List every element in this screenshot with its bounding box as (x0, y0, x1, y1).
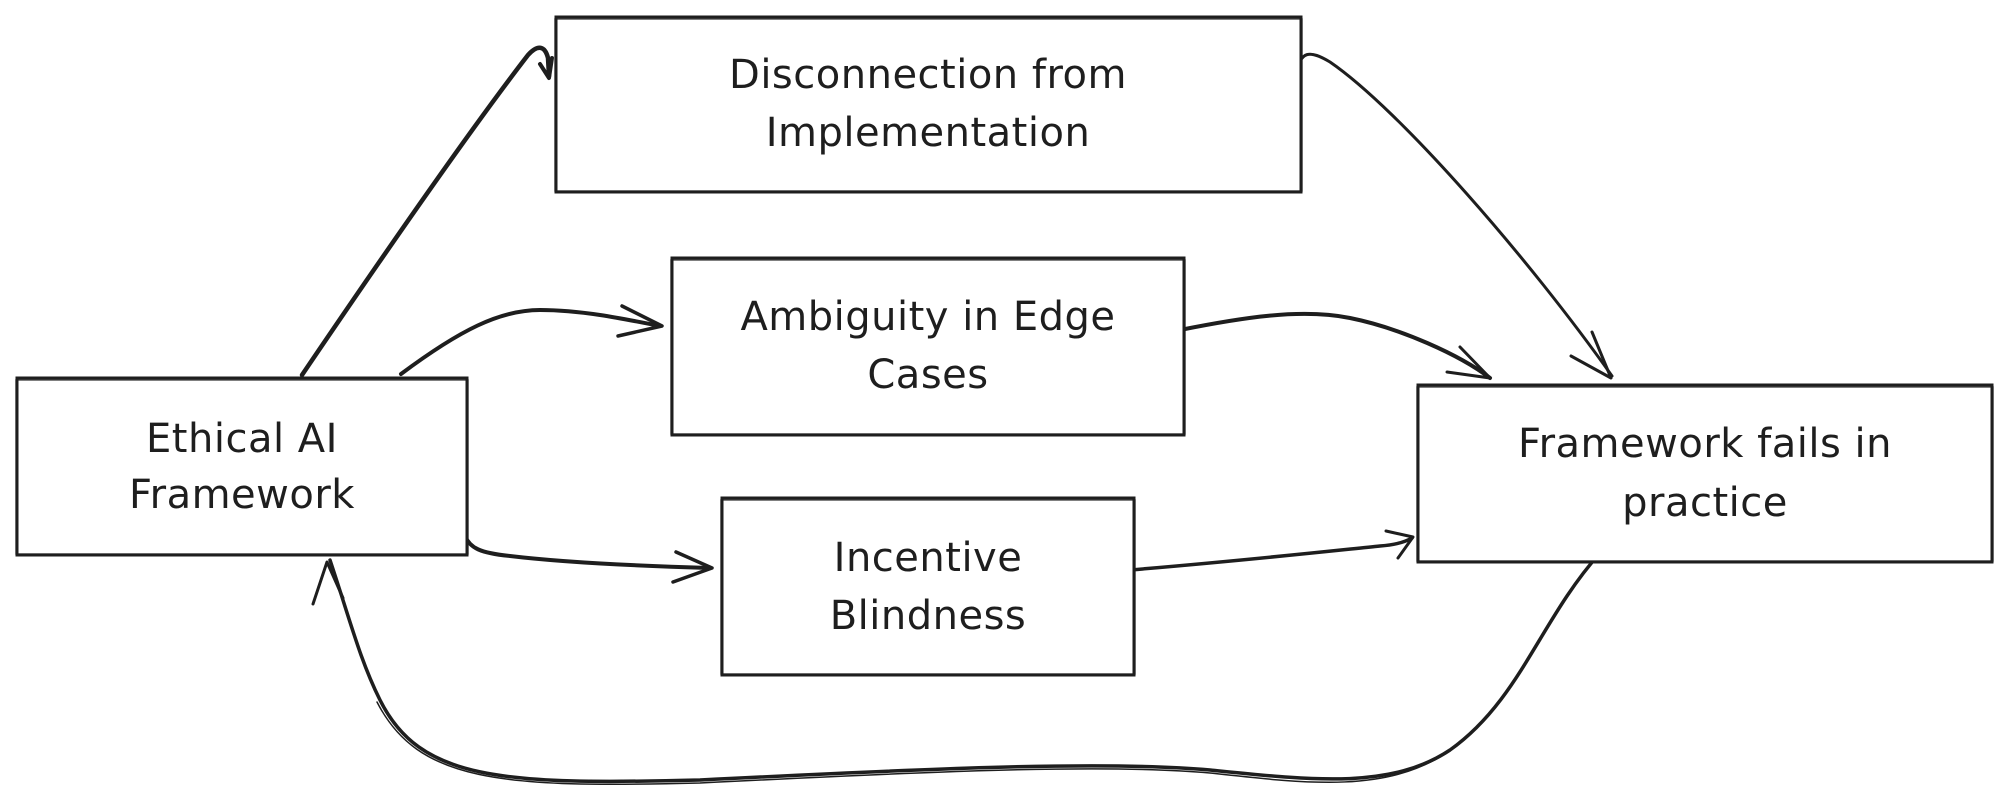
node-label-line: Implementation (766, 110, 1091, 156)
edge-fails-to-ethical (311, 551, 1602, 786)
node-disconnection-from-implementation[interactable]: Disconnection from Implementation (554, 15, 1303, 194)
edge-incentive-to-fails (1128, 529, 1415, 572)
edges (299, 45, 1614, 786)
node-label-line: Framework fails in (1518, 421, 1892, 467)
node-label-line: Incentive (834, 535, 1023, 581)
node-incentive-blindness[interactable]: Incentive Blindness (720, 496, 1136, 677)
edge-ethical-to-ambiguity (399, 304, 664, 376)
node-label-line: Ambiguity in Edge (740, 294, 1115, 340)
node-label-line: Framework (129, 472, 355, 518)
node-label-line: Disconnection from (729, 52, 1127, 98)
node-label-line: practice (1622, 480, 1788, 526)
node-framework-fails-in-practice[interactable]: Framework fails in practice (1416, 383, 1994, 564)
edge-disconnection-to-fails (1294, 52, 1614, 380)
node-ethical-ai-framework[interactable]: Ethical AI Framework (15, 376, 469, 557)
node-label-line: Blindness (830, 593, 1027, 639)
node-label-line: Cases (867, 352, 988, 398)
edge-ambiguity-to-fails (1178, 311, 1492, 380)
node-ambiguity-in-edge-cases[interactable]: Ambiguity in Edge Cases (670, 256, 1186, 437)
edge-ethical-to-incentive (463, 534, 714, 584)
node-label-line: Ethical AI (146, 416, 338, 462)
edge-ethical-to-disconnection (299, 45, 554, 378)
